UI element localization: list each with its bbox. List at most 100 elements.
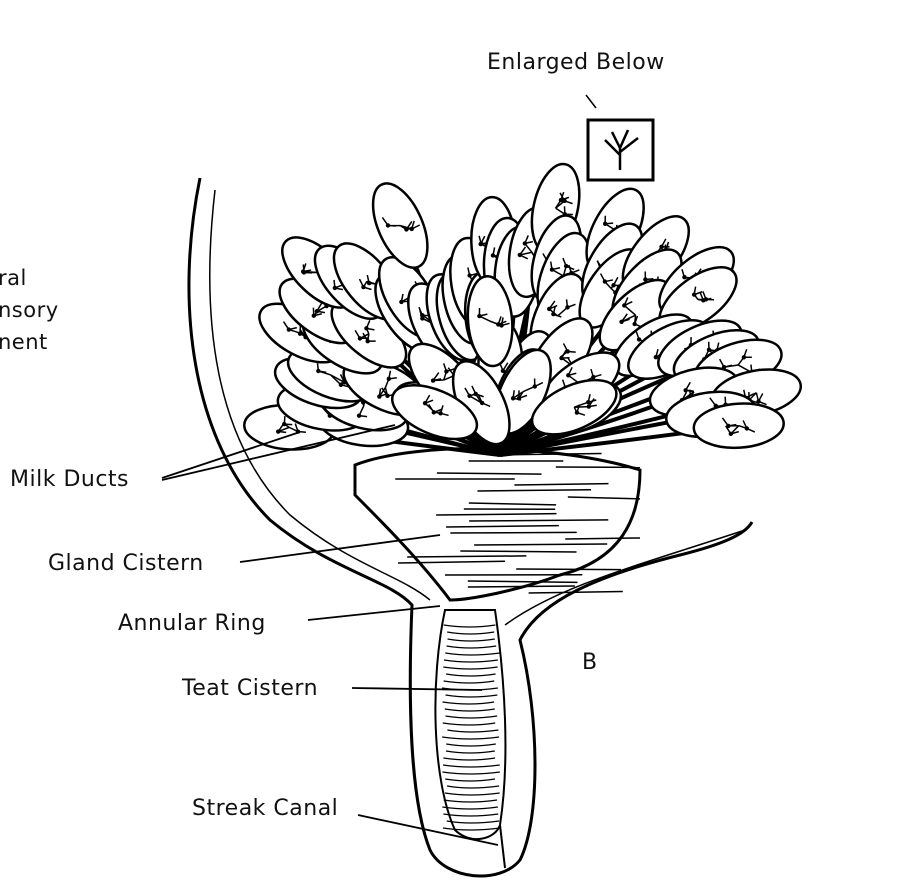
alveolus xyxy=(496,322,501,327)
hatch-line xyxy=(442,827,501,831)
alveolus xyxy=(643,277,648,282)
alveolus xyxy=(386,376,392,382)
hatch-line xyxy=(445,694,498,698)
alveolus xyxy=(701,298,706,303)
hatch-line xyxy=(442,701,495,705)
hatch-line xyxy=(447,631,495,635)
hatch-line xyxy=(565,537,641,540)
hatch-line xyxy=(442,722,496,726)
alveolus xyxy=(282,421,287,427)
alveolus xyxy=(566,373,571,378)
alveolus xyxy=(586,404,591,409)
alveolus xyxy=(366,280,372,286)
hatch-line xyxy=(467,585,575,588)
hatch-line xyxy=(469,519,609,522)
alveolus xyxy=(549,267,555,272)
alveolus xyxy=(563,263,569,269)
hatch-line xyxy=(467,580,578,584)
hatch-line xyxy=(445,778,496,782)
alveolus xyxy=(430,378,436,383)
hatch-line xyxy=(443,799,498,803)
alveolus xyxy=(653,354,659,360)
alveolus xyxy=(586,399,591,405)
alveolus xyxy=(602,279,608,284)
hatch-line xyxy=(445,750,495,754)
hatch-line xyxy=(436,512,557,516)
label-annular-ring: Annular Ring xyxy=(118,611,266,636)
alveolus xyxy=(490,253,496,258)
enlarged-box xyxy=(585,94,655,182)
teat-cistern-region xyxy=(434,609,507,869)
alveolus xyxy=(591,374,596,380)
hatch-line xyxy=(567,496,641,500)
hatch-line xyxy=(446,645,497,649)
alveolus xyxy=(726,423,731,429)
hatch-line xyxy=(398,560,506,564)
alveolus xyxy=(479,400,485,406)
label-milk-ducts: Milk Ducts xyxy=(10,467,130,492)
alveolus xyxy=(399,299,404,305)
hatch-line xyxy=(442,771,500,775)
label-streak-canal: Streak Canal xyxy=(192,796,339,821)
alveolus xyxy=(622,303,627,308)
leader-lines xyxy=(161,424,499,846)
hatch-line xyxy=(443,666,498,670)
alveolus xyxy=(619,319,624,325)
alveolus xyxy=(332,285,338,291)
hatch-line xyxy=(446,673,496,677)
hatch-line xyxy=(443,680,495,684)
milk-duct-alveoli xyxy=(243,162,802,457)
alveolus xyxy=(365,338,370,344)
gland-cistern xyxy=(353,447,642,602)
alveolus xyxy=(477,313,482,319)
hatch-line xyxy=(474,543,608,546)
alveolus xyxy=(444,369,449,374)
alveolus xyxy=(420,313,425,318)
alveolus xyxy=(301,270,307,275)
side-text-line: nsory xyxy=(0,298,59,322)
alveolus xyxy=(311,313,317,318)
alveolus xyxy=(467,393,472,399)
alveolus xyxy=(756,399,761,404)
hatch-line xyxy=(436,472,542,475)
alveolus xyxy=(522,241,528,246)
alveolus xyxy=(706,347,712,352)
hatch-line xyxy=(447,729,499,733)
alveolus xyxy=(517,252,522,258)
hatch-line xyxy=(468,502,557,506)
alveolus xyxy=(364,326,369,331)
hatch-line xyxy=(445,652,500,656)
hatch-line xyxy=(460,550,577,553)
alveolus xyxy=(420,316,425,321)
alveolus xyxy=(500,368,506,373)
alveolus xyxy=(467,273,472,278)
alveolus xyxy=(611,283,616,288)
hatch-line xyxy=(446,743,496,747)
alveolus xyxy=(682,275,687,280)
hatch-line xyxy=(443,624,496,628)
alveolus xyxy=(728,431,734,437)
alveolus xyxy=(316,368,321,374)
alveolus xyxy=(565,305,570,310)
alveolus xyxy=(510,396,516,401)
hatch-line xyxy=(444,792,500,796)
label-teat-cistern: Teat Cistern xyxy=(182,676,319,701)
hatch-line xyxy=(514,482,609,486)
alveolus xyxy=(574,410,580,415)
alveolus xyxy=(632,321,637,327)
alveolus xyxy=(338,382,344,387)
alveolus xyxy=(275,429,281,434)
alveolus xyxy=(683,388,688,393)
hatch-line xyxy=(447,638,495,642)
alveolus xyxy=(636,337,642,342)
hatch-line xyxy=(443,757,496,761)
hatch-line xyxy=(442,806,498,810)
hatch-line xyxy=(445,715,498,719)
hatch-line xyxy=(477,488,592,492)
hatch-line xyxy=(446,524,559,528)
alveolus xyxy=(438,411,443,416)
alveolus xyxy=(409,226,414,232)
alveolus xyxy=(297,331,303,336)
side-text-line: ral xyxy=(0,266,27,290)
